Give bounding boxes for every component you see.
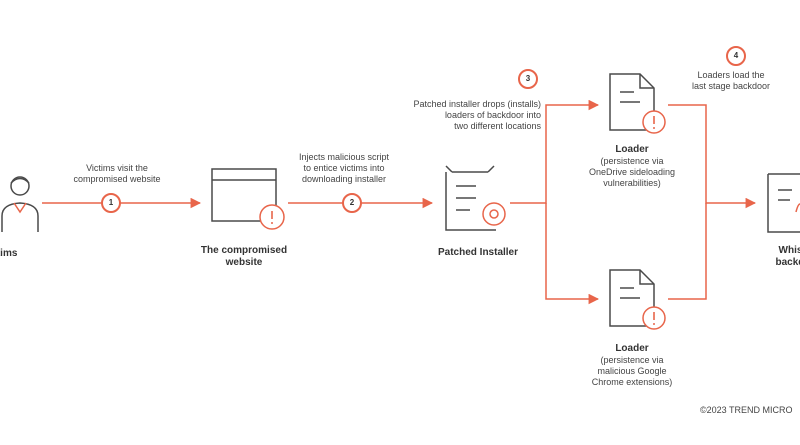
document-warning-icon [609, 73, 666, 134]
website-label-line2: website [225, 257, 263, 268]
whisker-document-icon [767, 173, 800, 233]
website-label: The compromised website [184, 245, 304, 269]
loader-top-label: Loader (persistence via OneDrive sideloa… [572, 144, 692, 189]
victim-person-icon [1, 176, 39, 232]
step-1-line2: compromised website [73, 174, 161, 184]
disc-icon [482, 202, 506, 226]
whisker-label-line2: backdoor [775, 257, 800, 268]
step-4-line2: last stage backdoor [691, 81, 771, 91]
loader-top-desc-1: (persistence via [600, 156, 664, 166]
arrow-loader-top-to-whisker [668, 104, 757, 209]
loader-top-title: Loader [615, 144, 649, 155]
website-label-line1: The compromised [200, 245, 288, 256]
installer-box-icon [445, 165, 506, 231]
arrow-installer-to-loaders [510, 99, 600, 204]
step-4-badge: 4 [726, 46, 746, 66]
loader-top-desc-2: OneDrive sideloading [588, 167, 676, 177]
step-1-text: Victims visit the compromised website [62, 163, 172, 185]
installer-label: Patched Installer [437, 247, 519, 258]
step-3-line3: two different locations [454, 121, 541, 131]
loader-bottom-title: Loader [615, 343, 649, 354]
loader-top-desc-3: vulnerabilities) [603, 178, 661, 188]
copyright-text: ©2023 TREND MICRO [700, 405, 793, 415]
victims-label: Victims [0, 248, 18, 259]
step-3-badge: 3 [518, 69, 538, 89]
step-2-line1: Injects malicious script [298, 152, 390, 162]
flow-arrows [42, 99, 757, 305]
loader-bottom-desc-2: malicious Google [597, 366, 667, 376]
step-2-line2: to entice victims into [303, 163, 385, 173]
whisker-label-line1: Whisker [778, 245, 800, 256]
step-3-line2: loaders of backdoor into [444, 110, 541, 120]
loader-bottom-desc-1: (persistence via [600, 355, 664, 365]
arrow-installer-to-loader-bottom [545, 203, 600, 305]
arrow-loader-bottom-to-whisker [668, 203, 707, 300]
step-4-line1: Loaders load the [697, 70, 765, 80]
step-1-badge: 1 [101, 193, 121, 213]
step-2-text: Injects malicious script to entice victi… [284, 152, 404, 185]
step-4-text: Loaders load the last stage backdoor [676, 70, 786, 92]
step-2-line3: downloading installer [301, 174, 387, 184]
step-2-badge: 2 [342, 193, 362, 213]
step-3-text: Patched installer drops (installs) loade… [413, 99, 541, 132]
browser-window-icon [211, 168, 285, 230]
loader-bottom-label: Loader (persistence via malicious Google… [572, 343, 692, 388]
step-1-line1: Victims visit the [86, 163, 148, 173]
document-warning-icon [609, 269, 666, 330]
whisker-label: Whisker backdoor [763, 245, 800, 269]
step-3-line1: Patched installer drops (installs) [413, 99, 541, 109]
loader-bottom-desc-3: Chrome extensions) [591, 377, 673, 387]
